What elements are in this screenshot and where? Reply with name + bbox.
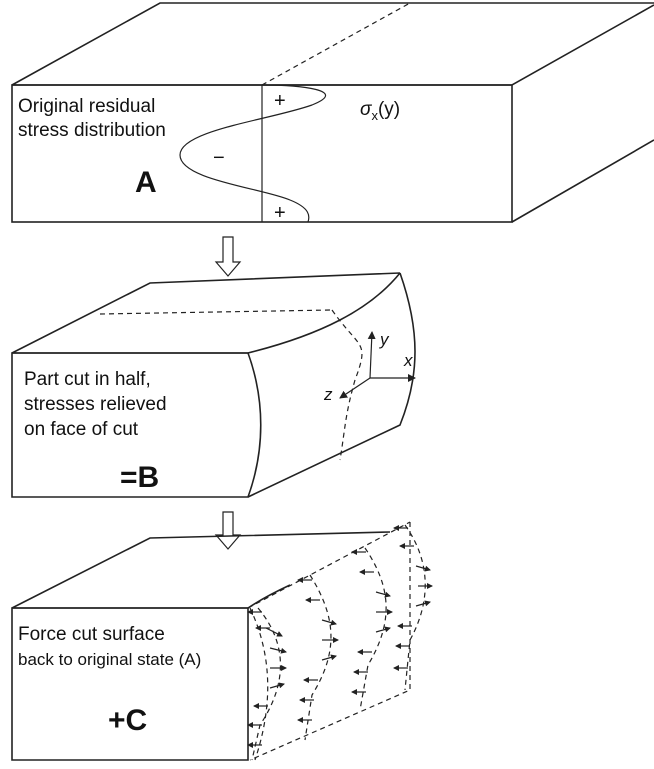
down-arrow-a-to-b: [214, 236, 242, 277]
block-c-letter: +C: [108, 704, 147, 737]
y-axis-arrow: [367, 331, 376, 379]
sigma-label: σx(y): [360, 99, 400, 123]
block-b-letter: =B: [120, 461, 159, 494]
force-profile-2: [304, 574, 332, 741]
sigma-argument: (y): [378, 99, 400, 120]
down-arrow-b-to-c: [214, 511, 242, 550]
force-arrow: [321, 654, 337, 661]
sigma-subscript: x: [371, 108, 378, 123]
minus-sign: −: [213, 147, 225, 169]
block-c-caption-line-2: back to original state (A): [18, 650, 201, 669]
block-c-front-face: [11, 607, 249, 761]
force-arrow-row-2: [297, 577, 339, 723]
force-arrow: [375, 591, 391, 598]
force-profile-1: [251, 607, 281, 761]
y-axis-label: y: [379, 330, 390, 349]
force-arrow-row-1: [247, 609, 287, 748]
block-c-cut-outline: [247, 521, 411, 761]
force-arrow: [375, 626, 391, 633]
block-c-caption-line-1: Force cut surface: [18, 624, 165, 645]
block-a-cut-line-top: [261, 2, 411, 86]
block-b: Part cut in half, stresses relieved on f…: [11, 272, 416, 498]
block-b-caption-line-2: stresses relieved: [24, 394, 167, 415]
force-arrow: [269, 682, 285, 689]
z-axis-label: z: [323, 385, 333, 404]
block-a-letter: A: [135, 166, 157, 199]
block-b-top-dashed-edge: [99, 309, 333, 315]
block-b-caption-line-3: on face of cut: [24, 419, 139, 440]
x-axis-label: x: [403, 351, 413, 370]
force-arrow: [415, 565, 431, 572]
coordinate-axes: y x z: [323, 330, 416, 404]
block-a-right-face: [511, 139, 654, 223]
force-arrow-row-3: [351, 549, 393, 695]
force-profile-4: [404, 524, 426, 691]
z-axis-arrow: [339, 377, 371, 399]
block-a-caption-line-1: Original residual: [18, 96, 155, 117]
force-arrow: [415, 600, 431, 607]
block-a: Original residual stress distribution A …: [11, 2, 654, 224]
force-arrow-row-4: [393, 525, 433, 671]
block-b-right-face: [247, 272, 416, 498]
block-c: Force cut surface back to original state…: [11, 521, 433, 761]
block-a-caption-line-2: stress distribution: [18, 120, 166, 141]
sigma-symbol: σ: [360, 99, 373, 120]
force-arrows: [247, 524, 433, 761]
block-b-cut-profile: [331, 309, 363, 461]
stress-distribution-curve: [179, 84, 327, 223]
force-arrow: [269, 647, 287, 654]
block-a-top-face: [11, 2, 654, 86]
force-arrow: [321, 619, 337, 626]
block-b-top-face: [11, 272, 401, 354]
force-profile-3: [359, 547, 387, 711]
force-arrow: [265, 627, 283, 637]
plus-sign-bottom: +: [274, 202, 286, 224]
block-b-caption-line-1: Part cut in half,: [24, 369, 151, 390]
block-c-top-face: [11, 531, 391, 609]
plus-sign-top: +: [274, 90, 286, 112]
